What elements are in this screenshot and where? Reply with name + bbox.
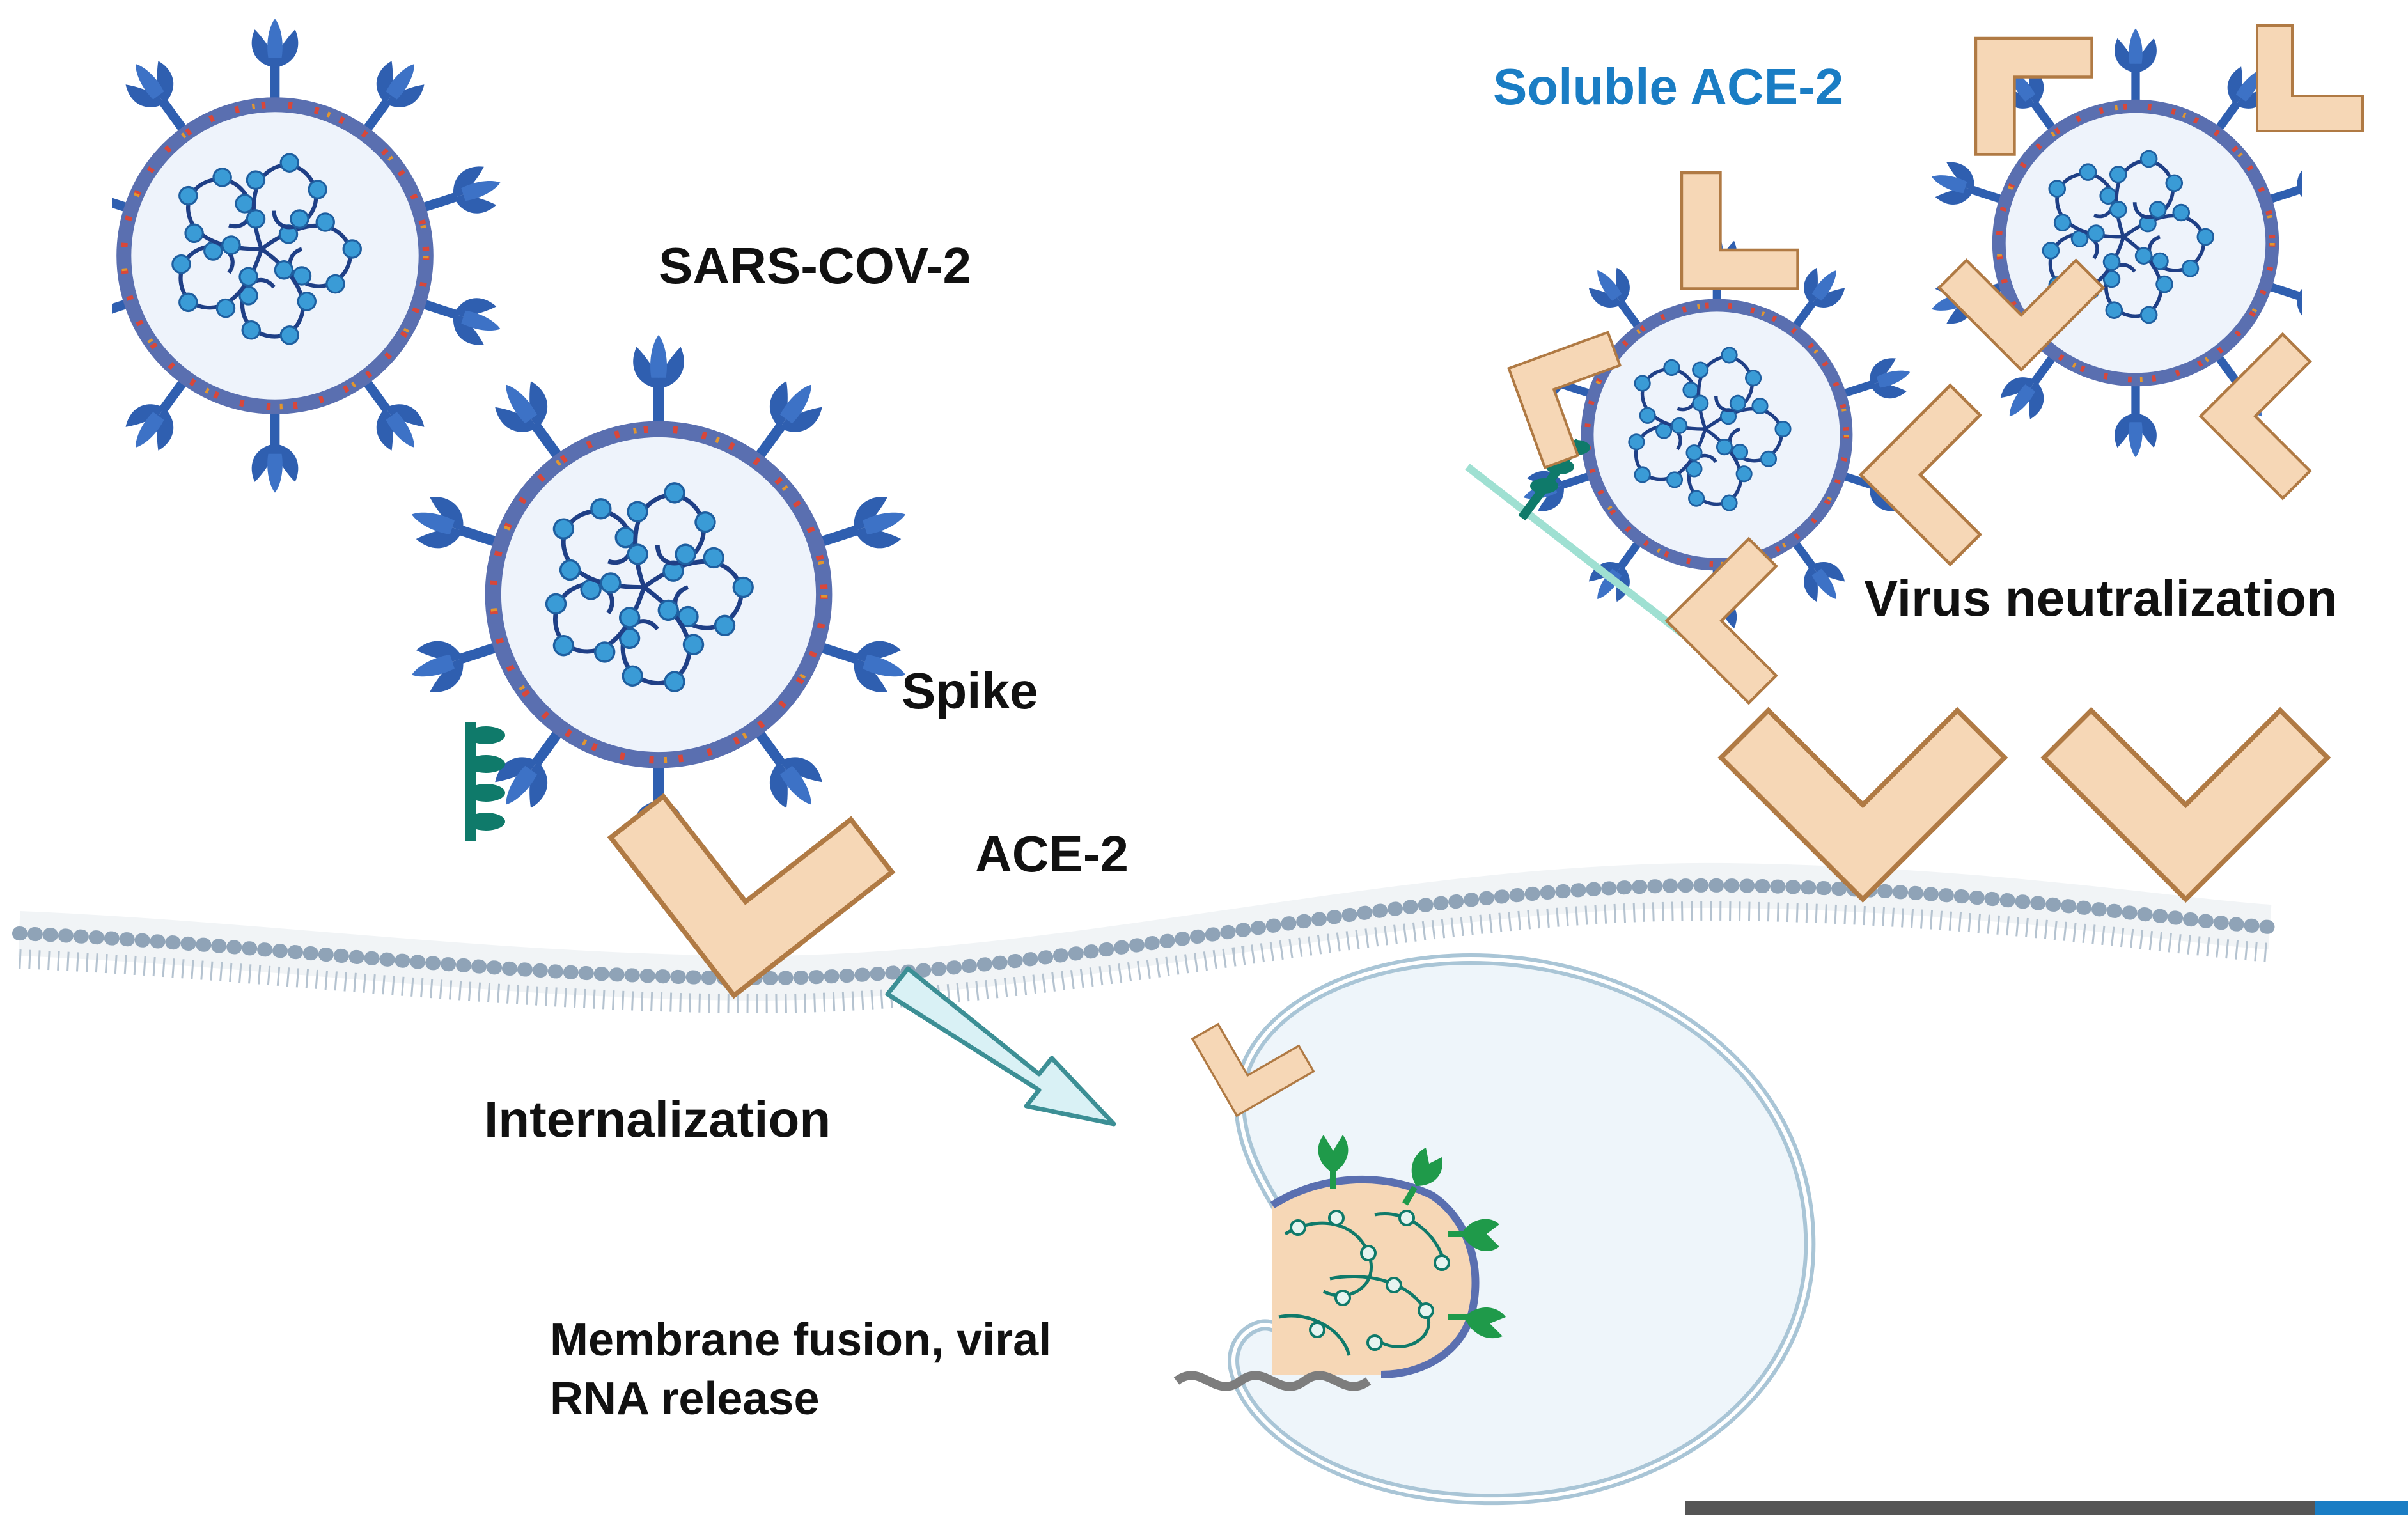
virion-center	[404, 335, 914, 854]
crop-mask	[0, 0, 112, 448]
label-virus-neutralization: Virus neutralization	[1864, 570, 2338, 627]
scrollbar-thumb[interactable]	[2315, 1501, 2408, 1515]
label-sars-cov-2: SARS-COV-2	[659, 237, 971, 294]
horizontal-scrollbar[interactable]	[1685, 1501, 2408, 1515]
label-spike: Spike	[902, 662, 1038, 719]
receptor-stub	[465, 722, 505, 841]
label-soluble-ace2: Soluble ACE-2	[1493, 58, 1844, 115]
virion-top-left	[42, 19, 507, 492]
fusing-virion	[1173, 1135, 1506, 1391]
label-internalization: Internalization	[484, 1091, 831, 1148]
membrane-ace2-right-1	[1721, 616, 2005, 899]
label-fusion-line2: RNA release	[550, 1373, 820, 1424]
internalization-arrow	[885, 966, 1116, 1127]
cell-membrane	[12, 862, 2277, 1014]
label-membrane-fusion: Membrane fusion, viral RNA release	[550, 1311, 1125, 1428]
label-fusion-line1: Membrane fusion, viral	[550, 1314, 1052, 1366]
crop-mask-right	[2302, 0, 2408, 486]
membrane-ace2-right-2	[2044, 616, 2327, 899]
label-ace2: ACE-2	[975, 825, 1129, 882]
